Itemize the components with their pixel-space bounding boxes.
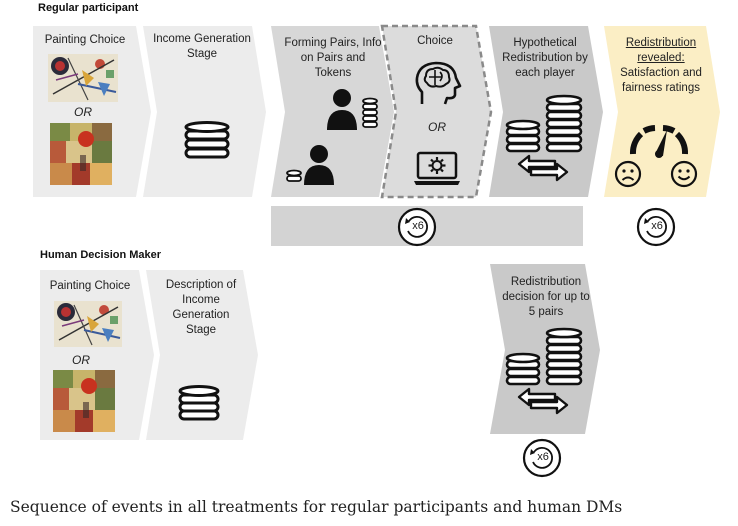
brain-head-icon xyxy=(415,61,462,105)
stage-revealed-shape xyxy=(604,26,720,197)
stage-hypothetical-shape xyxy=(489,26,603,197)
dm-decision-label: Redistribution decision for up to 5 pair… xyxy=(502,276,590,318)
dm-token-stack-icon xyxy=(178,385,220,421)
revealed-underlined-text: Redistribution revealed: xyxy=(625,37,697,64)
revealed-ratings-text: Satisfaction and fairness ratings xyxy=(620,67,702,94)
human-dm-title: Human Decision Maker xyxy=(40,249,162,261)
laptop-gear-icon xyxy=(414,151,460,185)
satisfaction-gauge-icon xyxy=(629,125,689,158)
regular-hypothetical-label: Hypothetical Redistribution by each play… xyxy=(502,37,588,79)
dm-painting-klee-image xyxy=(53,370,115,432)
token-stack-icon xyxy=(184,121,230,159)
dm-description-label: Description of Income Generation Stage xyxy=(165,279,237,336)
person-with-tokens-icon xyxy=(327,89,378,130)
stage-choice-shape xyxy=(380,24,493,199)
dm-painting-kandinsky-image xyxy=(54,301,122,347)
stage-pairs-shape xyxy=(271,26,394,197)
painting-klee-image xyxy=(50,123,112,185)
stage-income-shape xyxy=(143,26,266,197)
regular-income-label: Income Generation Stage xyxy=(153,33,251,60)
regular-choice-label: Choice xyxy=(417,35,453,47)
sad-face-icon xyxy=(614,160,642,188)
dm-repeat-label: x6 xyxy=(537,451,549,463)
happy-face-icon xyxy=(670,160,698,188)
figure-caption: Sequence of events in all treatments for… xyxy=(10,498,623,516)
dm-redistribution-tokens-icon xyxy=(505,327,583,415)
repeat-bar-label: x6 xyxy=(412,220,424,232)
redistribution-tokens-icon xyxy=(505,94,583,182)
regular-pairs-label: Forming Pairs, Info on Pairs and Tokens xyxy=(284,37,382,79)
regular-painting-label: Painting Choice xyxy=(44,34,126,46)
regular-revealed-label: Redistribution revealed: Satisfaction an… xyxy=(612,36,710,96)
dm-stage-description-shape xyxy=(146,270,258,440)
dm-repeat-icon xyxy=(522,438,562,478)
painting-kandinsky-image xyxy=(48,54,118,102)
dm-stage-decision-shape xyxy=(490,264,600,434)
dm-painting-label: Painting Choice xyxy=(49,280,131,292)
regular-participant-title: Regular participant xyxy=(38,2,139,14)
regular-choice-or: OR xyxy=(428,120,446,134)
regular-painting-or: OR xyxy=(74,105,92,119)
person-with-token-icon xyxy=(286,145,334,185)
dm-painting-or: OR xyxy=(72,353,90,367)
repeat-side-icon xyxy=(636,207,676,247)
repeat-side-label: x6 xyxy=(651,220,663,232)
repeat-bar-icon xyxy=(397,207,437,247)
